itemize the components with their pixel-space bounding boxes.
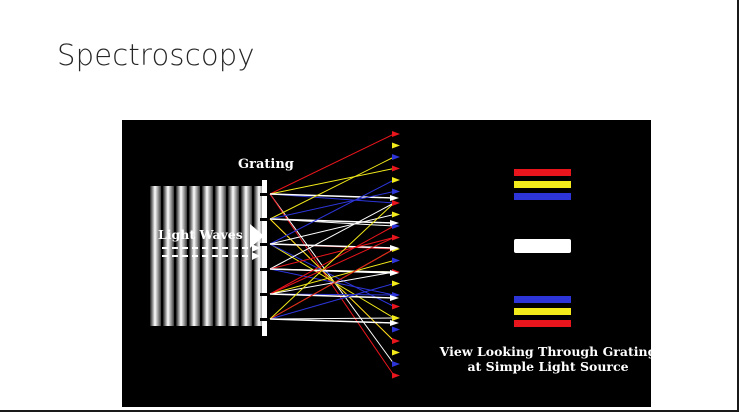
wave-arrow-head [252,244,260,252]
grating-slits [260,180,269,336]
diffracted-ray [269,268,395,296]
diffracted-ray [269,156,395,220]
diffracted-ray [269,283,395,320]
ray-arrowhead [392,188,400,195]
diffracted-ray [269,225,395,295]
wave-front [215,186,226,326]
ray-arrowhead [392,131,400,137]
diffracted-ray [269,214,395,245]
ray-arrowhead [392,280,400,287]
diffracted-rays [269,133,395,376]
ray-arrowhead [392,142,400,149]
diffracted-ray [269,168,395,195]
slide-title: Spectroscopy [57,38,255,72]
ray-arrowhead [392,234,400,241]
top-spectrum-blue-band [514,193,571,200]
grating-slit [260,268,269,271]
diffracted-ray [269,243,395,319]
central-ray [269,193,395,199]
ray-arrowhead [392,326,400,333]
diffracted-ray [269,202,395,270]
diffraction-diagram [150,131,571,379]
grating-slit [260,193,269,196]
diffraction-figure: Grating Light Waves View Looking Through… [122,120,656,407]
diffracted-ray [269,202,395,320]
ray-arrowhead [392,165,400,172]
ray-arrowhead [392,315,400,321]
diffracted-ray [269,260,395,295]
bottom-spectrum-yellow-band [514,308,571,315]
grating-label: Grating [238,157,294,172]
ray-arrowhead [392,211,400,218]
top-spectrum-yellow-band [514,181,571,188]
spectrum-bands [514,169,571,327]
ray-arrowhead [392,200,400,206]
center-white-band [514,239,571,253]
central-ray [269,268,395,274]
ray-arrowhead [392,349,400,356]
central-ray [269,293,395,299]
diffracted-ray [269,243,395,307]
ray-arrowhead [392,154,400,160]
ray-arrowheads [390,131,400,379]
central-arrowhead [390,270,399,276]
central-arrowhead [390,320,399,326]
bottom-spectrum-red-band [514,320,571,327]
ray-arrowhead [392,303,400,310]
ray-arrowhead [392,361,400,367]
light-wave-fronts [150,186,265,326]
diffracted-ray [269,317,395,320]
ray-arrowhead [392,177,400,183]
diffracted-ray [269,237,395,295]
wave-front [150,186,161,326]
diffracted-ray [269,193,395,365]
grating-slit [260,318,269,321]
diffracted-ray [269,179,395,245]
bottom-spectrum-blue-band [514,296,571,303]
diffracted-ray [269,237,395,270]
central-arrowhead [390,245,399,251]
diffracted-ray [269,191,395,220]
wave-arrow-head [252,252,260,260]
grating-slit [260,218,269,221]
ray-arrowhead [392,372,400,379]
diffracted-ray [269,193,395,204]
diffracted-ray [269,133,395,195]
central-ray [269,318,395,324]
grating-slit [260,293,269,296]
grating-bar [262,180,267,336]
ray-arrowhead [392,338,400,344]
central-arrowhead [390,220,399,226]
light-waves-label: Light Waves [158,227,243,242]
top-spectrum-red-band [514,169,571,176]
central-arrowhead [390,195,399,201]
diffracted-ray [269,271,395,295]
ray-arrowhead [392,257,400,264]
wave-front [163,186,174,326]
diffracted-ray [269,248,395,320]
central-arrowhead [390,295,399,301]
view-caption: View Looking Through Grating at Simple L… [439,344,657,374]
incident-arrow [250,224,264,248]
grating-slit [260,243,269,246]
diffracted-ray [269,193,395,376]
wave-front [176,186,187,326]
